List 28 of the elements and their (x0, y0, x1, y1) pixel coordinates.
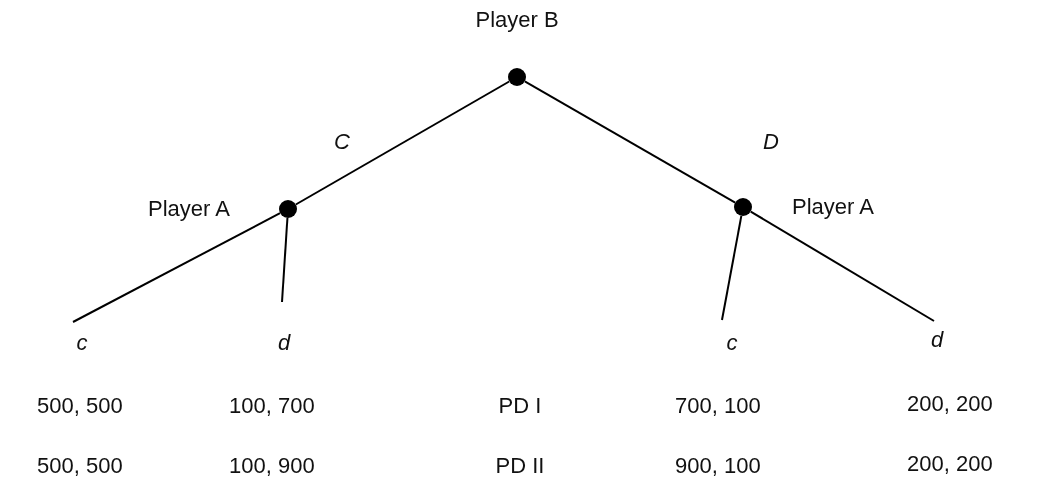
tree-branch (294, 80, 511, 206)
game-name: PD I (498, 395, 542, 417)
payoff-pair: 100, 900 (229, 455, 315, 477)
payoff-pair: 100, 700 (229, 395, 315, 417)
action-label: c (76, 332, 88, 354)
decision-node-dot (734, 198, 752, 216)
decision-node-dot (279, 200, 297, 218)
action-label: d (930, 329, 944, 351)
tree-branch (523, 80, 737, 204)
game-name: PD II (495, 455, 545, 477)
edge-label: C (334, 131, 350, 153)
action-label: c (726, 332, 738, 354)
payoff-pair: 200, 200 (907, 453, 993, 475)
tree-branch (721, 214, 743, 321)
tree-branch (749, 210, 935, 322)
player-label: Player B (475, 9, 559, 31)
action-label: d (277, 332, 291, 354)
payoff-pair: 700, 100 (675, 395, 761, 417)
payoff-pair: 500, 500 (37, 455, 123, 477)
tree-branch (72, 212, 282, 323)
player-label: Player A (792, 196, 874, 218)
payoff-pair: 200, 200 (907, 393, 993, 415)
payoff-pair: 900, 100 (675, 455, 761, 477)
tree-branch (281, 217, 289, 303)
decision-node-dot (508, 68, 526, 86)
edge-label: D (763, 131, 779, 153)
player-label: Player A (148, 198, 230, 220)
payoff-pair: 500, 500 (37, 395, 123, 417)
